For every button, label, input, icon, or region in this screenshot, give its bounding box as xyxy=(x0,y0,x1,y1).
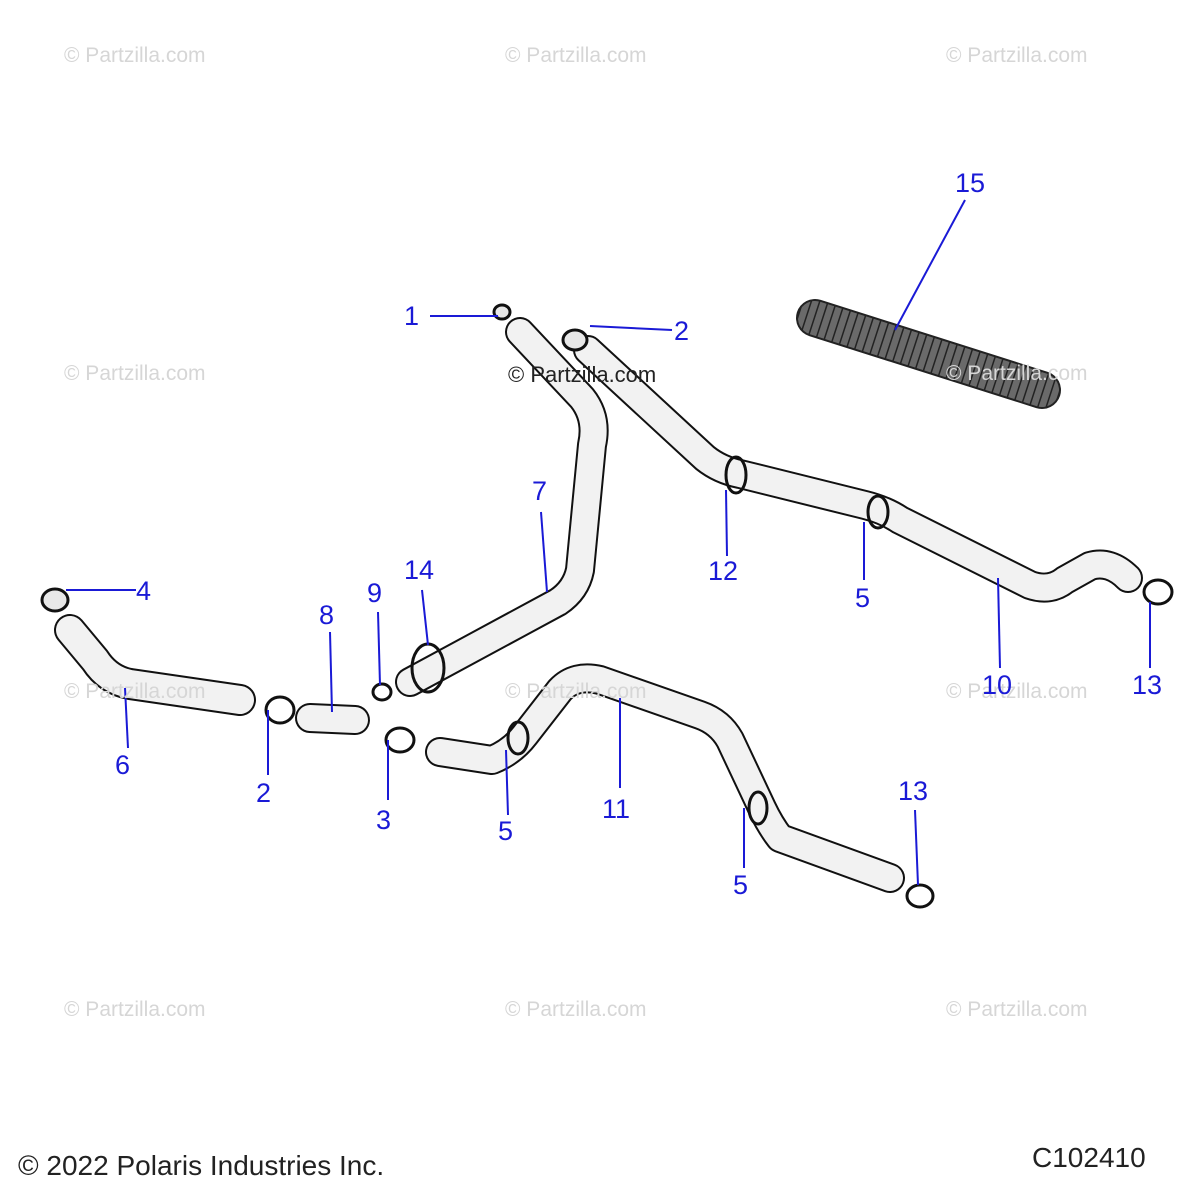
callout-14[interactable]: 14 xyxy=(404,555,435,585)
callout-2-left[interactable]: 2 xyxy=(256,778,272,808)
callout-5-top[interactable]: 5 xyxy=(855,583,871,613)
leader-13-bottom xyxy=(914,809,919,886)
leader-15 xyxy=(894,199,966,331)
callout-7[interactable]: 7 xyxy=(532,476,548,506)
clamp-5-left xyxy=(506,720,530,756)
leader-2-top xyxy=(589,325,673,331)
clamp-9 xyxy=(371,682,393,702)
watermark: © Partzilla.com xyxy=(946,44,1088,67)
hose-8 xyxy=(295,703,370,735)
watermark: © Partzilla.com xyxy=(946,680,1088,703)
callout-1[interactable]: 1 xyxy=(404,301,420,331)
callout-4[interactable]: 4 xyxy=(136,576,152,606)
callout-6[interactable]: 6 xyxy=(115,750,131,780)
callout-15[interactable]: 15 xyxy=(955,168,986,198)
callout-5-bottom[interactable]: 5 xyxy=(733,870,749,900)
watermark: © Partzilla.com xyxy=(505,680,647,703)
watermark: © Partzilla.com xyxy=(64,998,206,1021)
watermark: © Partzilla.com xyxy=(505,44,647,67)
watermark: © Partzilla.com xyxy=(946,998,1088,1021)
callout-12[interactable]: 12 xyxy=(708,556,739,586)
sleeve-15 xyxy=(796,299,1061,409)
clamp-13-bottom xyxy=(905,883,935,909)
callout-5-left[interactable]: 5 xyxy=(498,816,514,846)
callout-13-bottom[interactable]: 13 xyxy=(898,776,929,806)
callout-3[interactable]: 3 xyxy=(376,805,392,835)
leader-12 xyxy=(725,489,728,557)
clamp-3 xyxy=(384,726,416,754)
watermark: © Partzilla.com xyxy=(64,362,206,385)
clamp-13-top xyxy=(1142,578,1174,606)
leader-9 xyxy=(377,611,381,686)
callout-11[interactable]: 11 xyxy=(602,794,631,824)
hose-7 xyxy=(395,317,609,697)
callout-13-top[interactable]: 13 xyxy=(1132,670,1163,700)
callout-10[interactable]: 10 xyxy=(982,670,1013,700)
clamp-12 xyxy=(724,455,748,495)
hose-6 xyxy=(54,614,256,716)
watermark: © Partzilla.com xyxy=(64,680,206,703)
center-watermark: © Partzilla.com xyxy=(508,362,657,387)
clamp-2-left xyxy=(264,695,296,725)
diagram-code: C102410 xyxy=(1032,1142,1146,1173)
leader-14 xyxy=(421,589,429,646)
callout-2-top[interactable]: 2 xyxy=(674,316,690,346)
leader-5-left xyxy=(505,749,509,816)
callout-9[interactable]: 9 xyxy=(367,578,383,608)
clamp-2-top xyxy=(561,328,589,352)
clamp-4 xyxy=(40,587,70,613)
clamp-5-top xyxy=(866,494,890,530)
leader-8 xyxy=(329,631,333,713)
callout-8[interactable]: 8 xyxy=(319,600,335,630)
watermark: © Partzilla.com xyxy=(505,998,647,1021)
leader-10 xyxy=(997,577,1001,669)
watermark: © Partzilla.com xyxy=(64,44,206,67)
leader-7 xyxy=(540,511,548,593)
watermark: © Partzilla.com xyxy=(946,362,1088,385)
clamp-5-bottom xyxy=(747,790,769,826)
hose-11 xyxy=(425,663,905,893)
leader-6 xyxy=(124,687,129,749)
copyright: © 2022 Polaris Industries Inc. xyxy=(18,1150,385,1181)
